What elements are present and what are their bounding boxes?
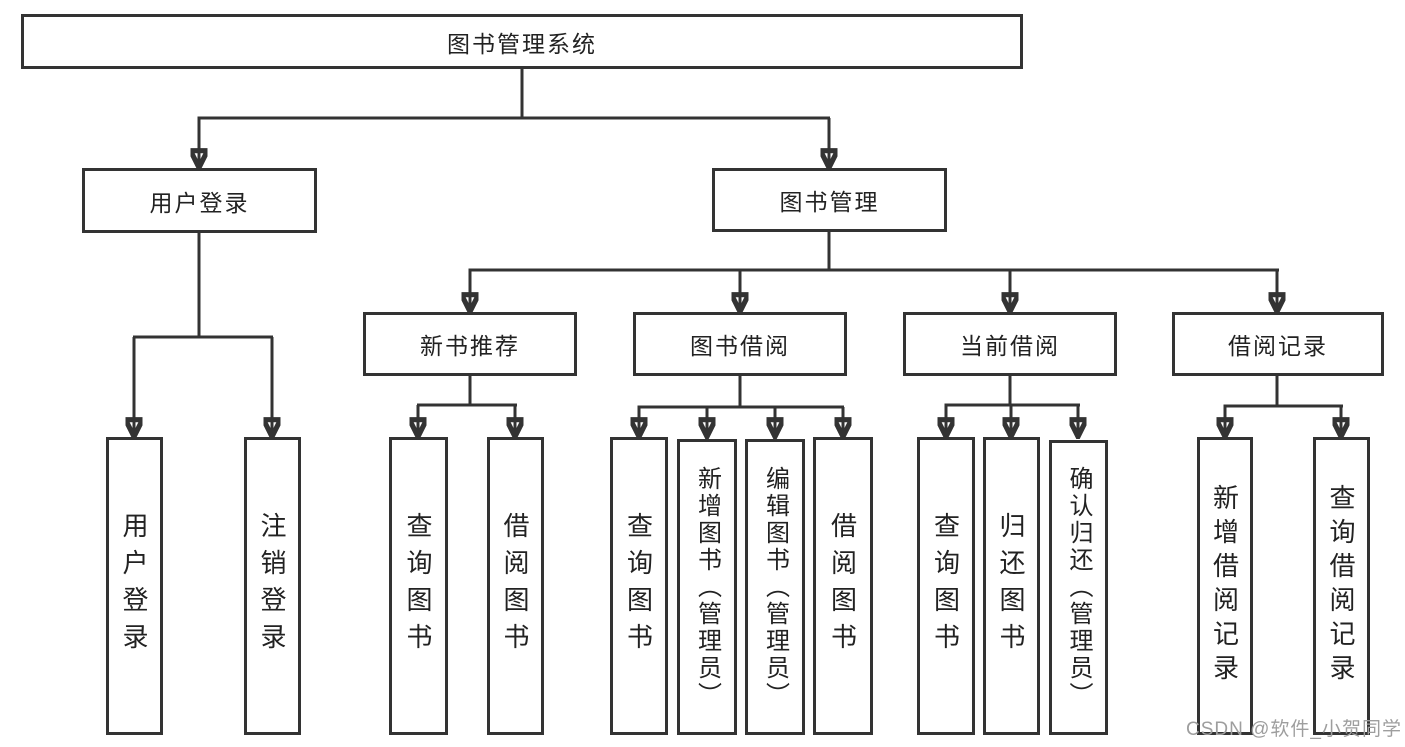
node-query-books-borrow: 查询图书 [610, 437, 668, 735]
csdn-watermark: CSDN @软件_小贺同学 [1186, 719, 1402, 740]
node-confirm-return-admin: 确认归还（管理员） [1049, 440, 1108, 735]
node-new-book-recommend: 新书推荐 [363, 312, 577, 376]
connector-book-management [469, 232, 1280, 310]
node-borrow-books-recommend: 借阅图书 [487, 437, 544, 735]
node-borrow-books-leaf: 借阅图书 [813, 437, 873, 735]
node-edit-book-admin: 编辑图书（管理员） [745, 439, 805, 735]
node-current-borrow: 当前借阅 [903, 312, 1117, 376]
connector-user-login [133, 233, 273, 435]
node-add-borrow-record: 新增借阅记录 [1197, 437, 1253, 735]
node-borrow-records: 借阅记录 [1172, 312, 1384, 376]
connector-root [198, 68, 831, 166]
node-user-login-leaf: 用户登录 [106, 437, 163, 735]
connector-borrow-records [1224, 376, 1344, 435]
node-query-books-recommend: 查询图书 [389, 437, 448, 735]
node-query-books-current: 查询图书 [917, 437, 975, 735]
node-library-system: 图书管理系统 [21, 14, 1023, 69]
node-return-books: 归还图书 [983, 437, 1040, 735]
node-book-borrow: 图书借阅 [633, 312, 847, 376]
node-query-borrow-record: 查询借阅记录 [1313, 437, 1370, 735]
node-logout-leaf: 注销登录 [244, 437, 301, 735]
node-user-login: 用户登录 [82, 168, 317, 233]
node-add-book-admin: 新增图书（管理员） [677, 439, 737, 735]
node-book-management: 图书管理 [712, 168, 947, 232]
connector-new-book-recommend [417, 376, 517, 435]
connector-current-borrow [945, 376, 1081, 435]
connector-book-borrow [638, 376, 845, 435]
